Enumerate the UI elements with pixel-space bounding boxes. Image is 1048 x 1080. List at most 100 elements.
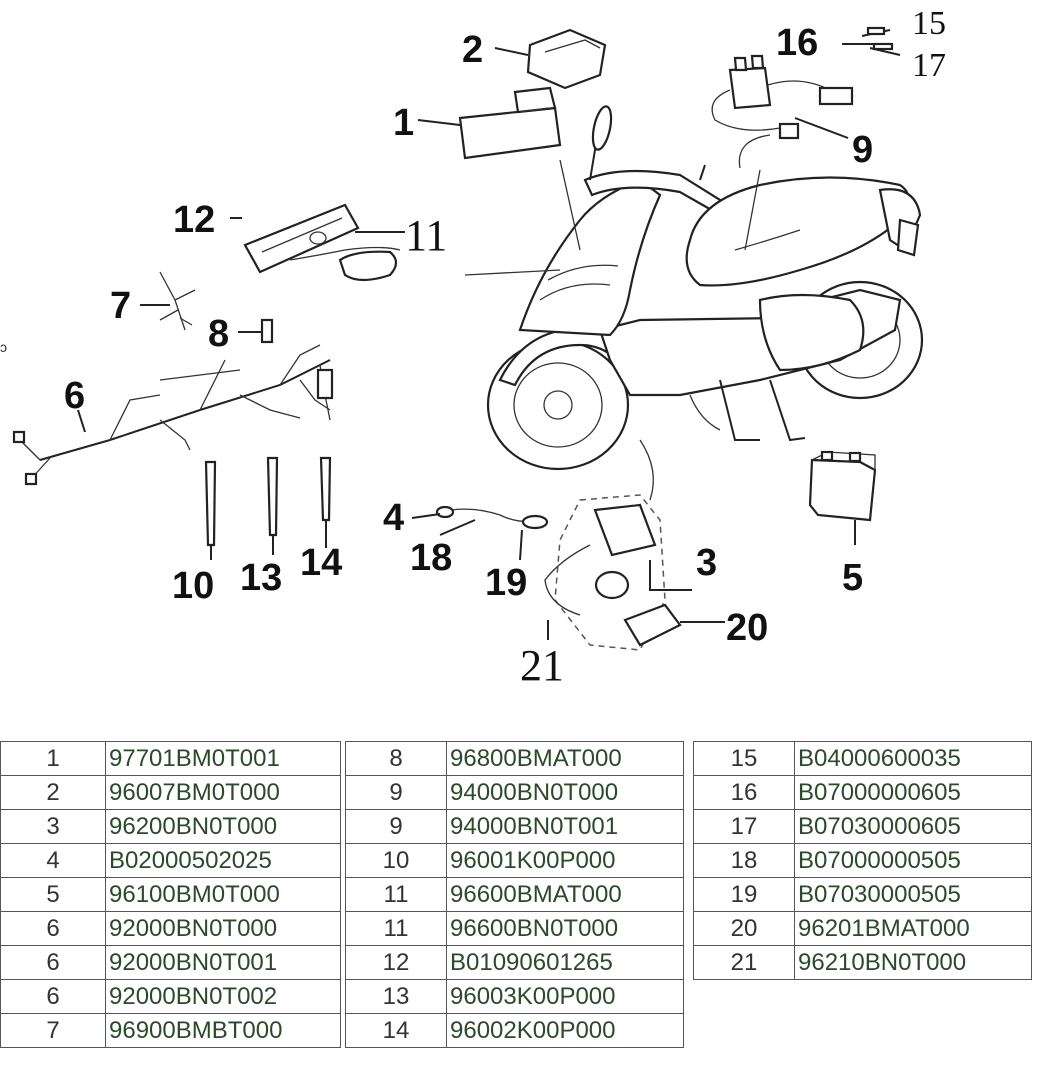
part-code: 94000BN0T000 <box>446 775 684 810</box>
part-5-battery <box>808 450 877 545</box>
scooter-illustration <box>464 105 924 501</box>
edge-mark: ɔ <box>0 339 7 355</box>
part-number: 6 <box>0 979 106 1014</box>
part-16-17-15-fasteners <box>842 26 901 56</box>
part-number: 21 <box>693 945 795 980</box>
part-code: B07000000605 <box>794 775 1032 810</box>
part-code: 96200BN0T000 <box>105 809 341 844</box>
part-number: 7 <box>0 1013 106 1048</box>
part-number: 2 <box>0 775 106 810</box>
part-code: 96003K00P000 <box>446 979 684 1014</box>
part-8-fuse <box>238 318 274 344</box>
part-code: 94000BN0T001 <box>446 809 684 844</box>
callout-18: 18 <box>410 537 452 579</box>
part-code: B07030000505 <box>794 877 1032 912</box>
part-1-cdi-unit <box>417 86 562 160</box>
part-code: 96800BMAT000 <box>446 741 684 776</box>
callout-1: 1 <box>393 102 414 144</box>
part-code: 96210BN0T000 <box>794 945 1032 980</box>
part-code: 96001K00P000 <box>446 843 684 878</box>
callout-6: 6 <box>64 375 85 417</box>
callout-12: 12 <box>173 199 215 241</box>
part-code: 92000BN0T001 <box>105 945 341 980</box>
callout-10: 10 <box>172 565 214 607</box>
part-code: B04000600035 <box>794 741 1032 776</box>
callout-3: 3 <box>696 542 717 584</box>
part-number: 16 <box>693 775 795 810</box>
part-number: 3 <box>0 809 106 844</box>
part-number: 20 <box>693 911 795 946</box>
part-code: B07000000505 <box>794 843 1032 878</box>
part-number: 10 <box>345 843 447 878</box>
part-code: 97701BM0T001 <box>105 741 341 776</box>
part-code: 92000BN0T002 <box>105 979 341 1014</box>
part-code: 96201BMAT000 <box>794 911 1032 946</box>
part-9-coil-harness <box>711 54 854 169</box>
part-4-18-19-ground-wire <box>411 505 549 561</box>
exploded-parts-diagram: ɔ 1 2 3 4 5 6 7 8 9 10 11 12 13 14 15 16… <box>0 5 946 690</box>
part-code: 92000BN0T000 <box>105 911 341 946</box>
part-code: 96900BMBT000 <box>105 1013 341 1048</box>
part-number: 19 <box>693 877 795 912</box>
callout-9: 9 <box>852 129 873 171</box>
callout-16: 16 <box>776 22 818 64</box>
part-number: 6 <box>0 945 106 980</box>
part-code: 96600BMAT000 <box>446 877 684 912</box>
part-number: 18 <box>693 843 795 878</box>
part-number: 6 <box>0 911 106 946</box>
part-number: 4 <box>0 843 106 878</box>
part-10-13-14-bolts <box>204 456 332 560</box>
callout-14: 14 <box>300 542 342 584</box>
part-code: 96002K00P000 <box>446 1013 684 1048</box>
part-code: 96100BM0T000 <box>105 877 341 912</box>
part-code: 96007BM0T000 <box>105 775 341 810</box>
part-number: 12 <box>345 945 447 980</box>
part-3-20-21-ignition-coil <box>544 494 725 651</box>
part-12-11-brackets <box>230 203 405 282</box>
part-number: 9 <box>345 775 447 810</box>
part-code: B01090601265 <box>446 945 684 980</box>
part-number: 17 <box>693 809 795 844</box>
callout-5: 5 <box>842 557 863 599</box>
callout-19: 19 <box>485 562 527 604</box>
part-number: 11 <box>345 911 447 946</box>
part-number: 9 <box>345 809 447 844</box>
part-number: 15 <box>693 741 795 776</box>
part-6-main-harness <box>12 344 334 486</box>
callout-7: 7 <box>110 285 131 327</box>
part-code: 96600BN0T000 <box>446 911 684 946</box>
callout-4: 4 <box>383 497 404 539</box>
callout-15: 15 <box>912 5 946 42</box>
part-code: B07030000605 <box>794 809 1032 844</box>
part-number: 13 <box>345 979 447 1014</box>
part-number: 11 <box>345 877 447 912</box>
callout-11: 11 <box>405 211 447 260</box>
part-number: 14 <box>345 1013 447 1048</box>
callout-8: 8 <box>208 313 229 355</box>
